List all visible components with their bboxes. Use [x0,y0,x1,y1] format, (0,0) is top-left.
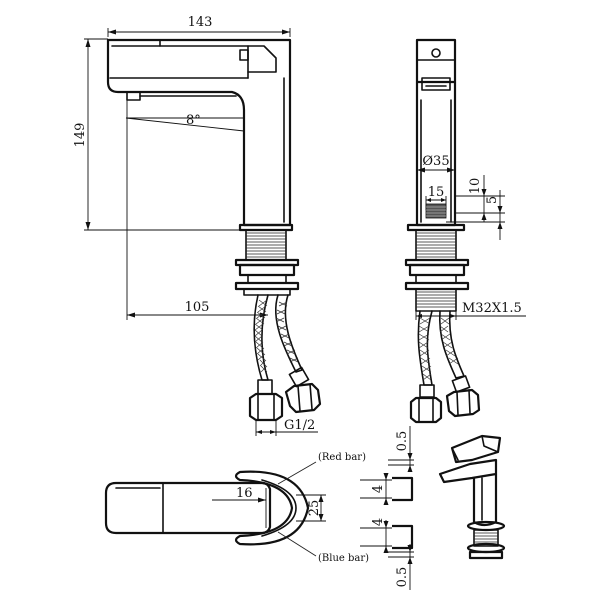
dim-spout-reach: 105 [185,300,210,315]
dim-total-width: 143 [188,15,213,30]
dim-cartridge-width: 15 [428,185,445,200]
dim-handle-depth: 25 [307,500,322,517]
dim-gap-top: 0.5 [395,431,410,452]
front-view: Ø35 15 10 5 [404,38,526,424]
dim-top-offset: 10 [468,178,483,195]
gap-detail: 0.5 4 4 0.5 [360,426,414,590]
dim-spout-angle: 8° [186,113,201,128]
dim-total-height: 149 [73,123,88,148]
dim-body-diameter: Ø35 [422,154,449,169]
label-red-bar: (Red bar) [318,452,366,463]
dim-gap-bottom: 0.5 [395,567,410,588]
dim-gap-lower: 4 [371,518,386,526]
label-blue-bar: (Blue bar) [318,553,369,564]
dim-gap-upper: 4 [371,485,386,493]
top-view: 16 25 (Red bar) (Blue bar) [104,452,369,564]
faucet-3d-view [438,434,506,560]
dim-inlet-thread: G1/2 [284,418,315,433]
side-view: 143 149 8° [73,15,322,436]
dim-mount-thread: M32X1.5 [462,301,522,316]
dim-step-height: 5 [485,196,500,204]
dim-handle-offset: 16 [236,486,253,501]
